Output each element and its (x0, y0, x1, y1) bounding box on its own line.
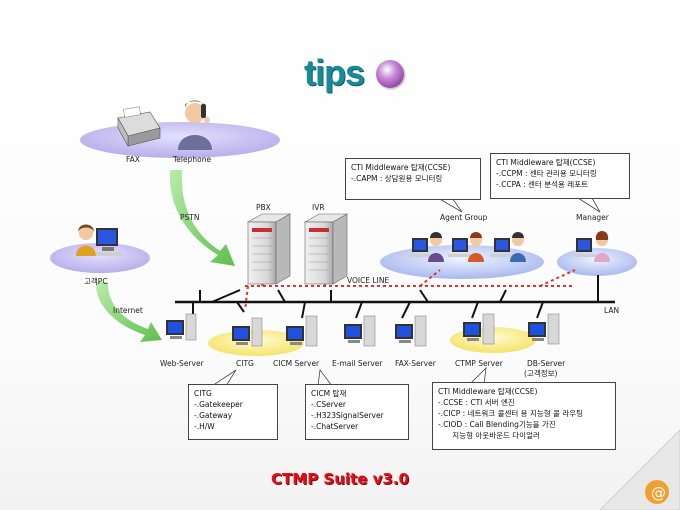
manager-callout-line-1: CTI Middleware 탑재(CCSE) (496, 158, 596, 167)
manager-callout-line-2: -.CCPM : 센타 관리용 모니터링 (496, 169, 597, 178)
citg-callout-line-3: -.Gateway (194, 411, 233, 420)
citg-callout-line-1: CITG (194, 389, 212, 398)
fax-phone-ellipse (80, 122, 280, 158)
customer-pc-person-icon (76, 224, 122, 256)
db-server-sublabel: (고객정보) (524, 369, 558, 378)
logo: tips (304, 52, 424, 93)
fax-label: FAX (126, 155, 140, 164)
internet-arrow (95, 282, 162, 342)
agent-group-icons (408, 232, 526, 262)
internet-label: Internet (113, 306, 143, 315)
agent-callout-line-2: -.CAPM : 상담원용 모니터링 (351, 174, 443, 183)
lan-label: LAN (604, 306, 620, 315)
dash-to-agents (419, 269, 441, 287)
manager-callout: CTI Middleware 탑재(CCSE) -.CCPM : 센타 관리용 … (490, 153, 630, 199)
ivr-rack (303, 213, 349, 285)
cicm-callout-line-1: CICM 탑재 (311, 389, 347, 398)
agent-callout-line-1: CTI Middleware 탑재(CCSE) (351, 163, 451, 172)
fax-server-label: FAX-Server (395, 359, 436, 368)
cicm-callout: CICM 탑재 -.CServer -.H323SignalServer -.C… (305, 384, 409, 440)
corner-badge-icon (645, 480, 669, 504)
ctmp-callout-line-4: -.CIOD : Call Blending기능을 가진 (438, 420, 556, 429)
footer-title: CTMP Suite v3.0 (271, 470, 409, 488)
cicm-callout-line-4: -.ChatServer (311, 422, 359, 431)
ivr-label: IVR (312, 203, 325, 212)
ctmp-callout-line-2: -.CCSE : CTI 서버 엔진 (438, 398, 515, 407)
pstn-arrow (169, 170, 235, 266)
logo-text: tips (304, 52, 365, 93)
cicm-server-label: CICM Server (273, 359, 320, 368)
email-server-label: E-mail Server (332, 359, 383, 368)
agent-3-icon (490, 232, 526, 262)
cicm-server-icon (286, 315, 318, 347)
agent-2-icon (448, 232, 484, 262)
ctmp-callout-line-5: 지능형 아웃바운드 다이얼러 (438, 431, 540, 440)
pbx-rack (246, 213, 292, 285)
agent-callout-tail (436, 197, 463, 213)
customer-pc-ellipse (50, 243, 150, 273)
pstn-label: PSTN (180, 213, 200, 222)
db-server-icon (528, 313, 560, 345)
manager-label: Manager (576, 213, 609, 222)
fax-machine-icon (117, 106, 161, 148)
agent-callout: CTI Middleware 탑재(CCSE) -.CAPM : 상담원용 모니… (345, 158, 481, 200)
agent-1-icon (408, 232, 444, 262)
ctmp-server-icon (463, 313, 495, 345)
manager-icon (572, 231, 610, 262)
dash-to-citg (244, 285, 249, 311)
db-server-label: DB-Server (527, 359, 566, 368)
manager-callout-tail (576, 197, 601, 213)
email-server-icon (344, 315, 376, 347)
pbx-label: PBX (256, 203, 271, 212)
citg-label: CITG (236, 359, 254, 368)
dash-to-manager (539, 269, 576, 287)
lan-drops (192, 275, 599, 319)
telephone-label: Telephone (173, 155, 212, 164)
agent-group-ellipse (380, 245, 544, 279)
voice-line-label: VOICE LINE (347, 276, 390, 285)
web-server-label: Web-Server (160, 359, 204, 368)
ctmp-server-label: CTMP Server (455, 359, 503, 368)
web-server-icon (166, 313, 197, 341)
manager-callout-line-3: -.CCPA : 센터 분석용 레포트 (496, 180, 588, 189)
ctmp-callout-line-3: -.CICP : 네트워크 콜센터 용 지능형 콜 라우팅 (438, 409, 584, 418)
cicm-callout-line-3: -.H323SignalServer (311, 411, 384, 420)
telephone-person-icon (178, 100, 212, 150)
citg-callout: CITG -.Gatekeeper -.Gateway -.H/W (188, 384, 278, 440)
cicm-callout-line-2: -.CServer (311, 400, 346, 409)
citg-server-icon (232, 317, 263, 347)
ctmp-callout-line-1: CTI Middleware 탑재(CCSE) (438, 387, 538, 396)
svg-text:@: @ (651, 484, 666, 502)
fax-server-icon (395, 315, 427, 347)
citg-callout-line-2: -.Gatekeeper (194, 400, 243, 409)
citg-callout-line-4: -.H/W (194, 422, 215, 431)
agent-group-label: Agent Group (440, 213, 488, 222)
ctmp-callout: CTI Middleware 탑재(CCSE) -.CCSE : CTI 서버 … (432, 382, 616, 450)
customer-pc-label: 고객PC (84, 277, 108, 286)
logo-badge-icon (376, 60, 404, 88)
